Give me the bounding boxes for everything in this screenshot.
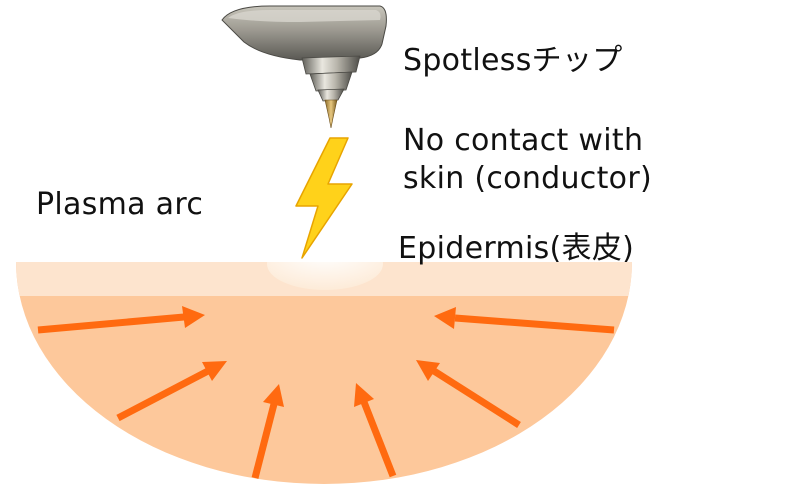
energy-arrows: [37, 306, 615, 479]
no-contact-line-1: No contact with: [403, 123, 644, 158]
epidermis-label: Epidermis(表皮): [398, 231, 635, 266]
plasma-arc-label: Plasma arc: [36, 187, 204, 222]
arrow-icon: [37, 306, 205, 334]
skin-cross-section: [16, 262, 632, 484]
arrow-icon: [416, 360, 521, 428]
no-contact-line-2: skin (conductor): [403, 161, 652, 196]
arrow-icon: [116, 361, 227, 422]
arrow-icon: [354, 383, 397, 478]
no-contact-label: No contact with skin (conductor): [403, 122, 652, 198]
contact-glow: [267, 262, 383, 290]
arrow-icon: [251, 384, 284, 479]
probe-tip-icon: [221, 5, 387, 129]
tip-label: Spotlessチップ: [403, 43, 623, 78]
arrow-icon: [434, 307, 615, 334]
lightning-bolt-icon: [295, 137, 353, 259]
